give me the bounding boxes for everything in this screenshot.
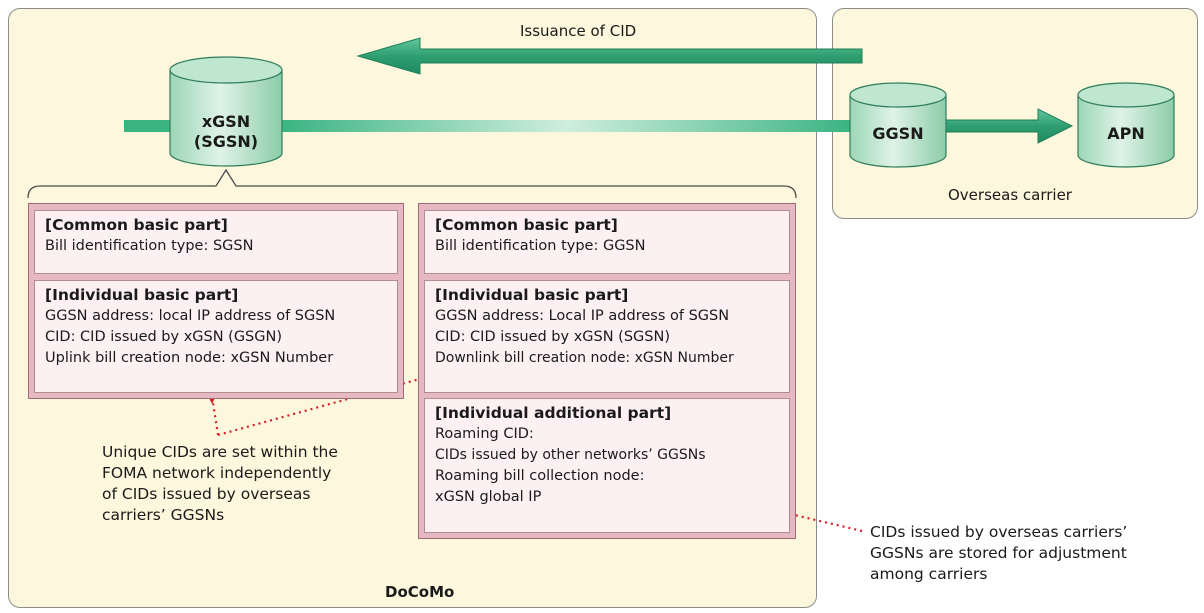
xgsn-cylinder — [169, 56, 283, 167]
part-title: [Common basic part] — [435, 216, 618, 234]
part-title: [Individual basic part] — [45, 286, 239, 304]
ggsn-label: GGSN — [872, 124, 924, 143]
ggsn-apn-arrow — [945, 108, 1074, 144]
part-line: Downlink bill creation node: xGSN Number — [435, 350, 734, 366]
apn-label: APN — [1107, 124, 1145, 143]
note-line: FOMA network independently — [102, 464, 332, 482]
ggsn-common-basic-part: [Common basic part] Bill identification … — [424, 210, 790, 274]
ggsn-cylinder — [849, 82, 947, 168]
note-line: carriers’ GGSNs — [102, 506, 225, 524]
part-line: GGSN address: local IP address of SGSN — [45, 308, 336, 324]
part-line: GGSN address: Local IP address of SGSN — [435, 308, 730, 324]
apn-cylinder — [1077, 82, 1175, 168]
part-title: [Individual basic part] — [435, 286, 629, 304]
uplink-flow-bar-left — [124, 120, 170, 132]
part-title: [Individual additional part] — [435, 404, 672, 422]
ggsn-individual-additional-part: [Individual additional part] Roaming CID… — [424, 398, 790, 533]
flow-bar — [282, 120, 850, 132]
part-line: CID: CID issued by xGSN (GSGN) — [45, 329, 283, 345]
issuance-of-cid-label: Issuance of CID — [520, 22, 637, 40]
part-line: Bill identification type: SGSN — [45, 238, 254, 254]
xgsn-label-line2: (SGSN) — [193, 132, 259, 151]
sgsn-common-basic-part: [Common basic part] Bill identification … — [34, 210, 398, 274]
xgsn-label-line1: xGSN — [201, 112, 251, 131]
part-line: Bill identification type: GGSN — [435, 238, 646, 254]
note-line: GGSNs are stored for adjustment — [870, 544, 1127, 562]
docomo-label: DoCoMo — [385, 583, 455, 601]
note-line: among carriers — [870, 565, 988, 583]
note-line: CIDs issued by overseas carriers’ — [870, 523, 1128, 541]
unique-cids-note: Unique CIDs are set within the FOMA netw… — [102, 442, 338, 526]
part-line: Roaming bill collection node: — [435, 468, 645, 484]
record-brace — [27, 168, 797, 199]
part-line: Uplink bill creation node: xGSN Number — [45, 350, 334, 366]
overseas-carrier-label: Overseas carrier — [948, 186, 1072, 204]
part-line: CIDs issued by other networks’ GGSNs — [435, 447, 706, 463]
note-line: Unique CIDs are set within the — [102, 443, 338, 461]
part-line: Roaming CID: — [435, 426, 534, 442]
part-line: CID: CID issued by xGSN (SGSN) — [435, 329, 670, 345]
stored-cids-note: CIDs issued by overseas carriers’ GGSNs … — [870, 522, 1127, 585]
part-line: xGSN global IP — [435, 489, 542, 505]
sgsn-individual-basic-part: [Individual basic part] GGSN address: lo… — [34, 280, 398, 393]
xgsn-label: xGSN (SGSN) — [170, 112, 282, 152]
note-line: of CIDs issued by overseas — [102, 485, 311, 503]
part-title: [Common basic part] — [45, 216, 228, 234]
issuance-arrow — [356, 37, 863, 75]
ggsn-individual-basic-part: [Individual basic part] GGSN address: Lo… — [424, 280, 790, 393]
